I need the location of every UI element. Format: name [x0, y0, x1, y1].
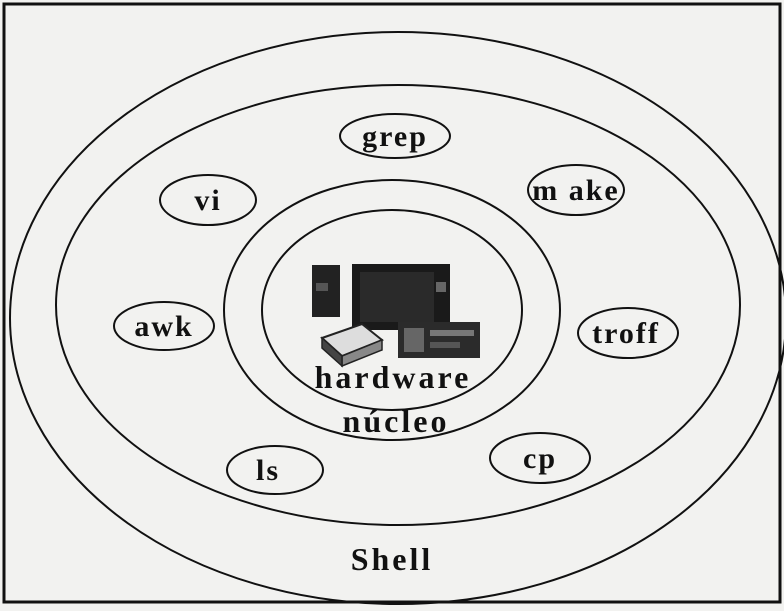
command-ls: ls	[226, 445, 324, 495]
command-cp: cp	[489, 432, 591, 484]
command-awk: awk	[113, 301, 215, 351]
command-label: m ake	[532, 174, 620, 207]
command-troff: troff	[577, 307, 679, 359]
command-label: awk	[134, 310, 193, 343]
kernel-label: núcleo	[343, 403, 450, 439]
command-grep: grep	[339, 113, 451, 159]
shell-label: Shell	[351, 541, 434, 577]
command-label: ls	[256, 454, 280, 487]
command-make: m ake	[527, 164, 625, 216]
command-label: grep	[362, 120, 428, 153]
computer-hardware-icon	[312, 264, 480, 368]
command-label: vi	[194, 184, 221, 217]
command-label: cp	[523, 442, 557, 475]
hardware-label: hardware	[315, 359, 472, 395]
command-vi: vi	[159, 174, 257, 226]
command-label: troff	[592, 317, 660, 350]
kernel-ring	[261, 209, 523, 411]
applications-ring	[55, 84, 741, 526]
shell-ring	[9, 31, 784, 605]
kernel-outer-ring	[223, 179, 561, 441]
